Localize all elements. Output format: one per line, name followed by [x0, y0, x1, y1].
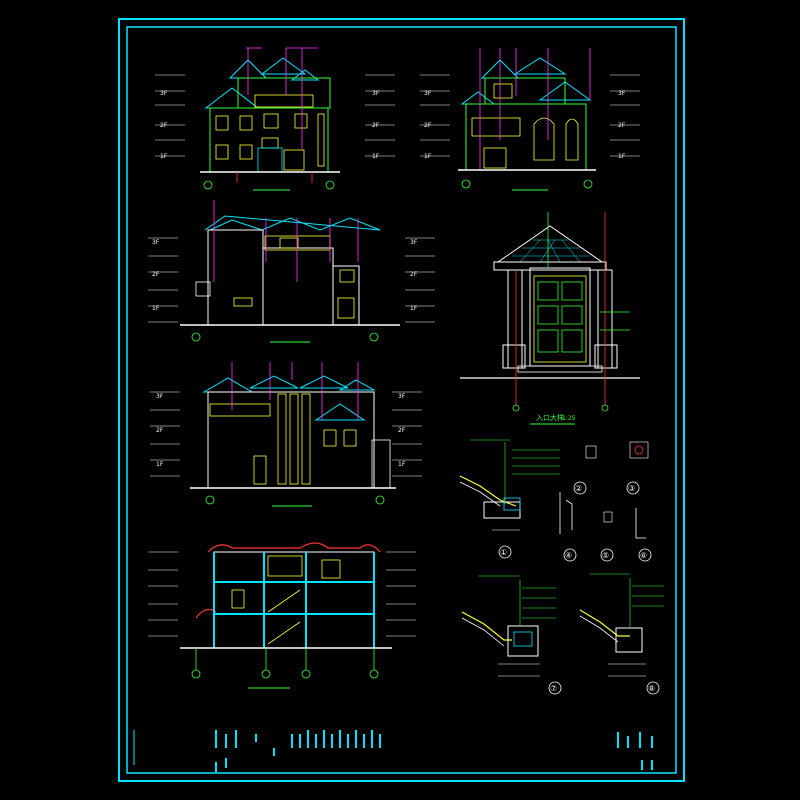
- outer-frame: [118, 18, 685, 782]
- axis-bubble: [461, 179, 471, 189]
- axis-bubble: [205, 495, 215, 505]
- floor-label-1f: 1F: [618, 153, 626, 160]
- inner-frame: [126, 26, 677, 774]
- floor-label-1f: 1F: [410, 305, 418, 312]
- entrance-detail-title: 入口大样: [536, 413, 564, 422]
- detail-group: ① ② ③ ④ ⑤ ⑥ ⑦: [459, 439, 664, 695]
- axis-bubble: [301, 669, 311, 679]
- detail-number: ⑧: [648, 684, 655, 693]
- axis-bubble: [375, 495, 385, 505]
- floor-label-3f: 3F: [410, 239, 418, 246]
- rear-elevation: 3F 2F 1F 3F 2F 1F: [420, 48, 640, 191]
- axis-bubble: [191, 669, 201, 679]
- floor-label-3f: 3F: [152, 239, 160, 246]
- detail-number: ④: [565, 551, 572, 560]
- axis-bubble: [191, 332, 201, 342]
- axis-bubble: [325, 180, 335, 190]
- floor-label-3f: 3F: [424, 90, 432, 97]
- floor-label-2f: 2F: [398, 427, 406, 434]
- side-elevation-2: 3F 2F 1F 3F 2F 1F: [150, 362, 422, 507]
- axis-bubble: [369, 332, 379, 342]
- floor-label-2f: 2F: [372, 122, 380, 129]
- floor-label-1f: 1F: [152, 305, 160, 312]
- floor-label-3f: 3F: [398, 393, 406, 400]
- floor-label-3f: 3F: [156, 393, 164, 400]
- floor-label-1f: 1F: [398, 461, 406, 468]
- detail-number: ⑤: [602, 551, 609, 560]
- axis-bubble: [583, 179, 593, 189]
- detail-bubble: [646, 681, 660, 695]
- floor-label-1f: 1F: [160, 153, 168, 160]
- detail-bubble: [626, 481, 640, 495]
- entrance-detail: 入口大样 1:25: [460, 212, 640, 425]
- entrance-detail-scale: 1:25: [562, 415, 576, 422]
- detail-number: ①: [500, 548, 507, 557]
- axis-bubble: [369, 669, 379, 679]
- floor-label-3f: 3F: [618, 90, 626, 97]
- floor-label-2f: 2F: [152, 271, 160, 278]
- title-block: [133, 730, 653, 772]
- detail-number: ③: [628, 484, 635, 493]
- detail-bubble: [573, 481, 587, 495]
- floor-label-1f: 1F: [372, 153, 380, 160]
- detail-number: ⑦: [550, 684, 557, 693]
- detail-bubble: [600, 548, 614, 562]
- floor-label-3f: 3F: [160, 90, 168, 97]
- detail-bubble: [638, 548, 652, 562]
- floor-label-2f: 2F: [618, 122, 626, 129]
- floor-label-1f: 1F: [156, 461, 164, 468]
- detail-bubble: [563, 548, 577, 562]
- detail-bubble: [498, 545, 512, 559]
- axis-bubble: [261, 669, 271, 679]
- axis-bubble: [601, 404, 609, 412]
- building-section: [148, 542, 416, 689]
- side-elevation: 3F 2F 1F 3F 2F 1F: [148, 200, 435, 343]
- detail-number: ⑥: [640, 551, 647, 560]
- floor-label-3f: 3F: [372, 90, 380, 97]
- front-elevation: 3F 2F 1F 3F 2F 1F: [155, 47, 395, 191]
- floor-label-1f: 1F: [424, 153, 432, 160]
- axis-bubble: [512, 404, 520, 412]
- floor-label-2f: 2F: [424, 122, 432, 129]
- axis-bubble: [203, 180, 213, 190]
- detail-number: ②: [575, 484, 582, 493]
- floor-label-2f: 2F: [156, 427, 164, 434]
- floor-label-2f: 2F: [160, 122, 168, 129]
- detail-bubble: [548, 681, 562, 695]
- floor-label-2f: 2F: [410, 271, 418, 278]
